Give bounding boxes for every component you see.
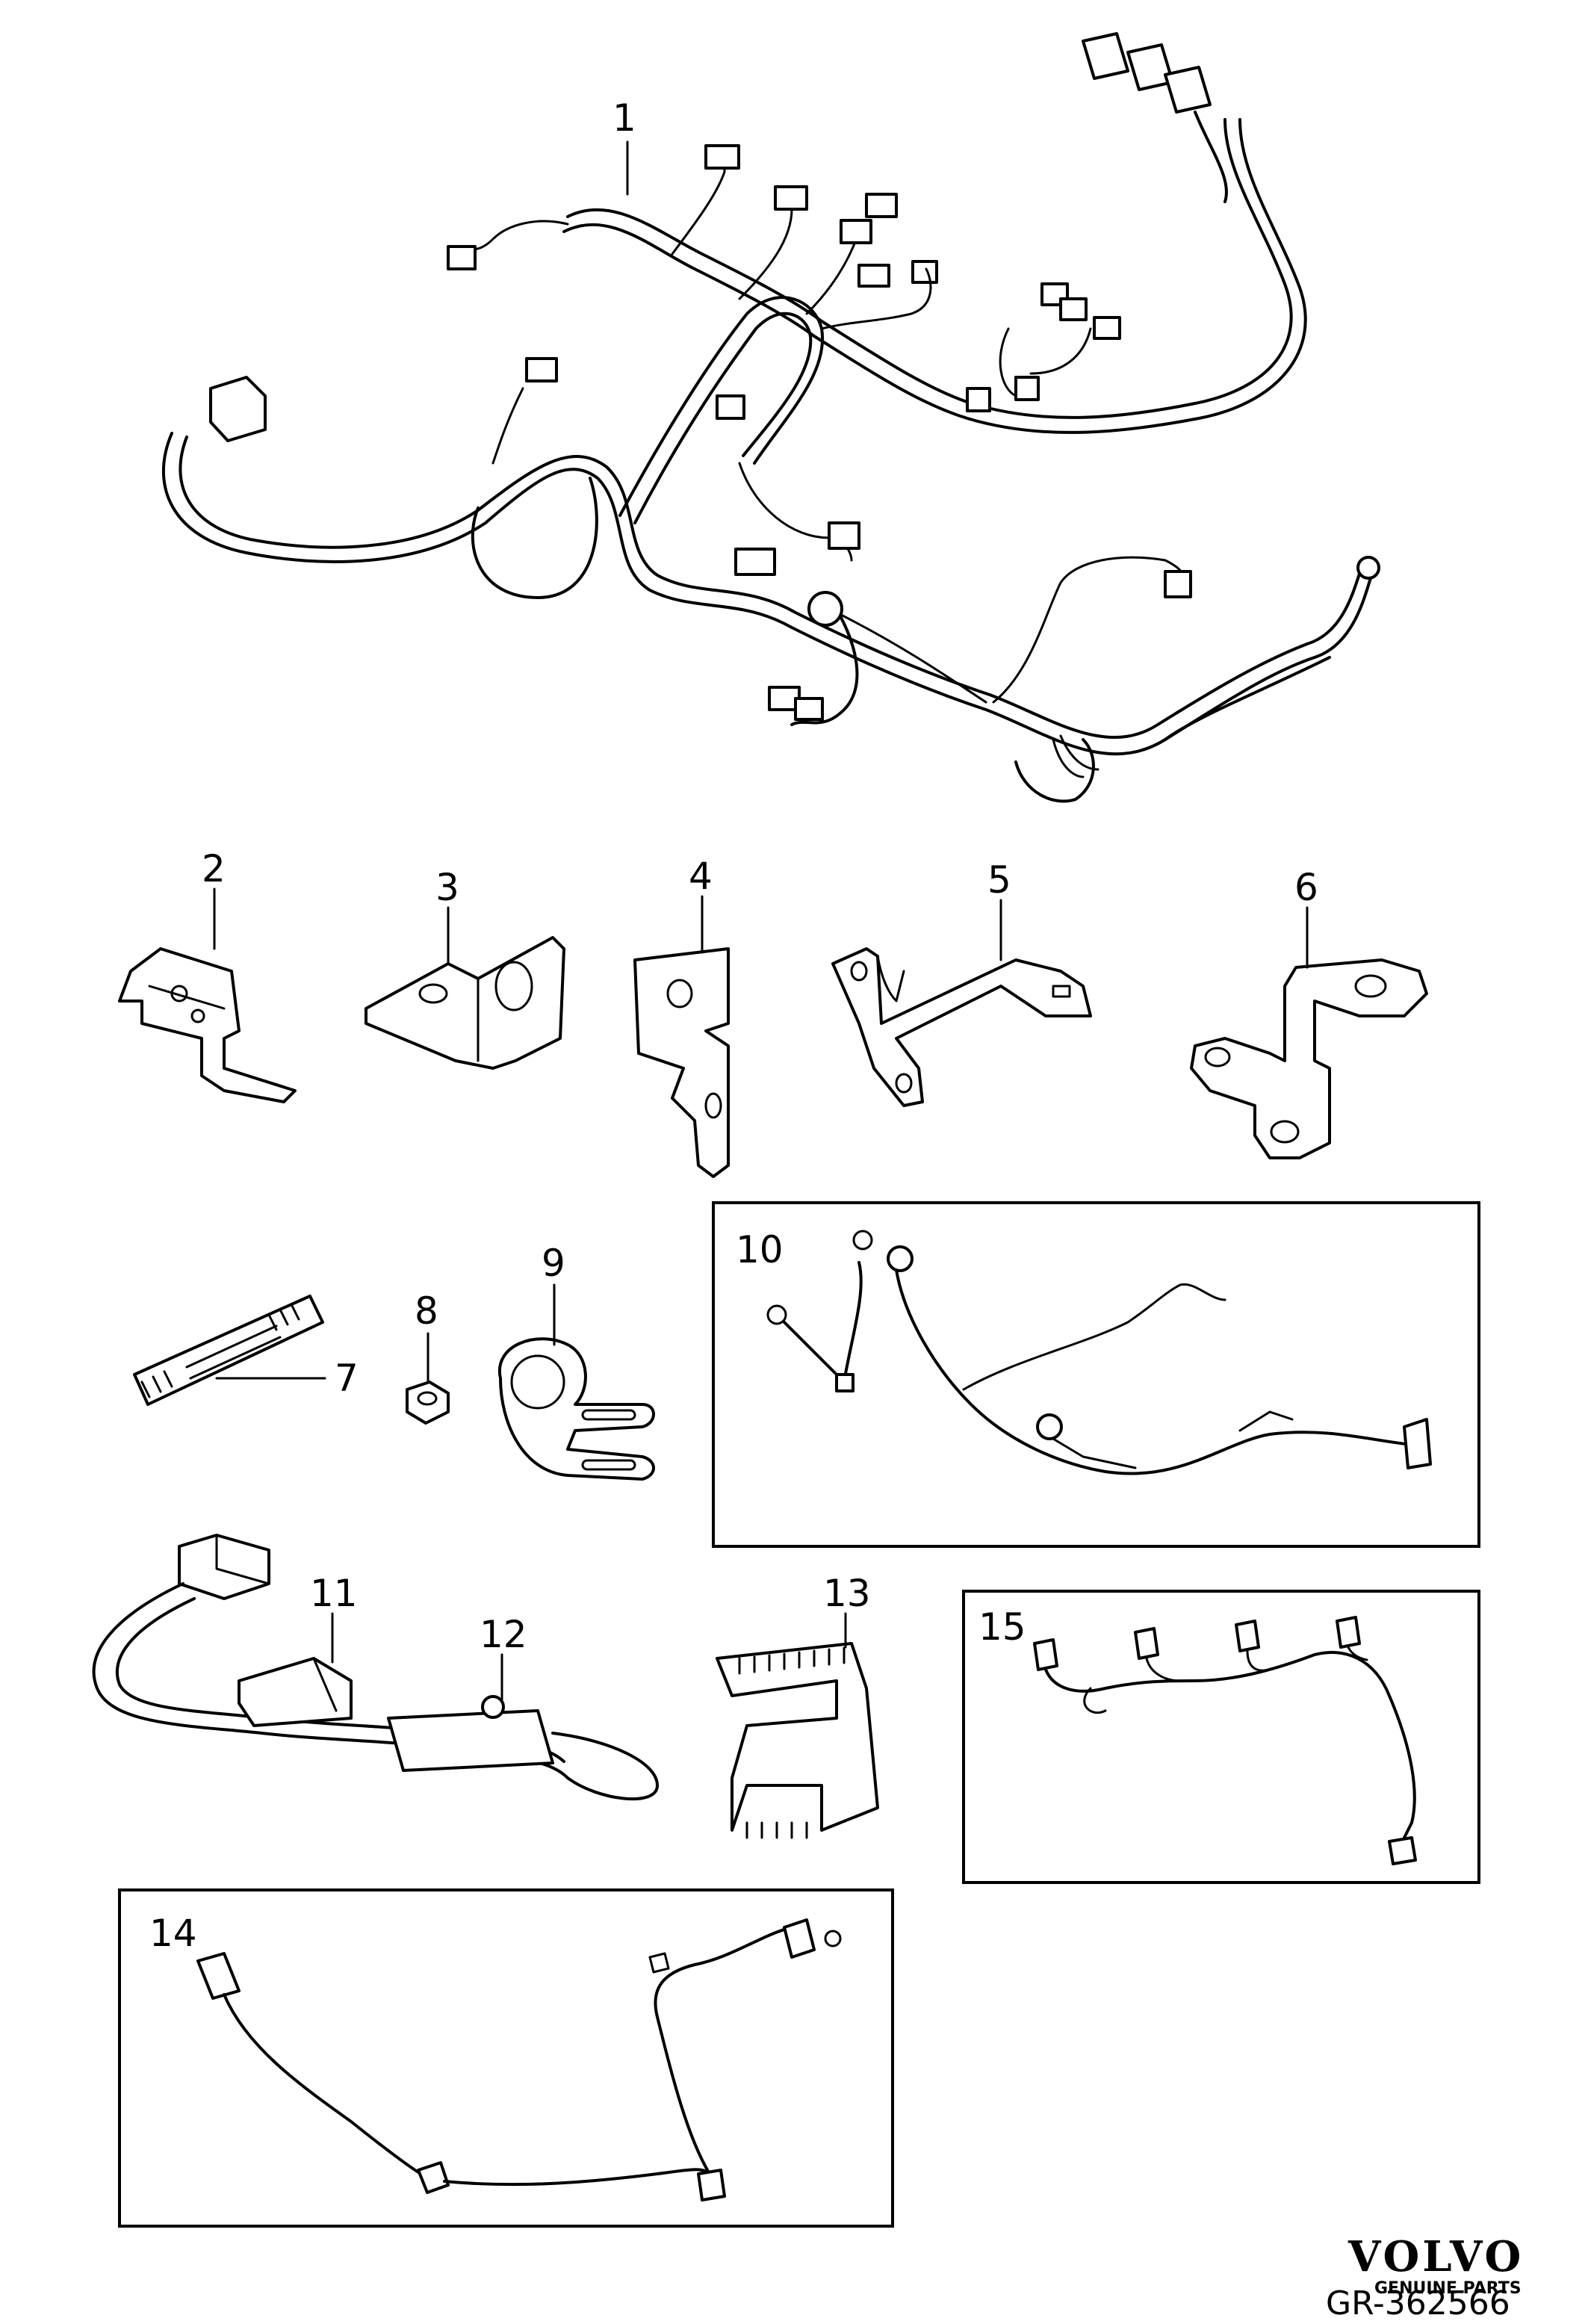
callout-2: 2 (202, 847, 226, 890)
callout-12: 12 (480, 1613, 527, 1656)
brand-tagline: GENUINE PARTS (1374, 2279, 1522, 2298)
callout-1: 1 (612, 96, 636, 140)
callout-7: 7 (335, 1357, 359, 1400)
part-15-frame (962, 1590, 1480, 1884)
callout-4: 4 (689, 855, 713, 898)
part-4-bracket (633, 947, 730, 1178)
part-1-main-harness (161, 32, 1380, 803)
volvo-logo: VOLVO GENUINE PARTS (1347, 2232, 1524, 2298)
callout-9: 9 (542, 1242, 565, 1285)
part-11-12-harness (92, 1534, 659, 1801)
part-15-harness (1033, 1616, 1417, 1865)
callout-11: 11 (310, 1572, 358, 1615)
callout-6: 6 (1294, 866, 1318, 909)
callout-5: 5 (987, 858, 1011, 902)
part-14-harness (196, 1918, 842, 2201)
part-6-bracket (1190, 958, 1428, 1159)
brand-name: VOLVO (1347, 2232, 1524, 2281)
part-7-stud (133, 1295, 324, 1406)
part-5-bracket (831, 947, 1092, 1107)
part-13-cable-clip (716, 1642, 879, 1839)
reference-code: GR-362566 (1326, 2284, 1510, 2320)
callout-13: 13 (823, 1572, 871, 1615)
part-10-frame (712, 1201, 1480, 1548)
part-14-frame (118, 1888, 894, 2228)
part-3-bracket (365, 936, 565, 1070)
callout-8: 8 (415, 1289, 438, 1333)
callout-15: 15 (978, 1605, 1026, 1649)
part-8-nut (406, 1381, 450, 1425)
callout-3: 3 (435, 866, 459, 909)
part-10-harness (766, 1230, 1432, 1475)
callout-10: 10 (736, 1228, 784, 1271)
callout-14: 14 (149, 1912, 197, 1955)
part-9-clip (497, 1337, 655, 1481)
part-2-bracket (118, 947, 297, 1103)
